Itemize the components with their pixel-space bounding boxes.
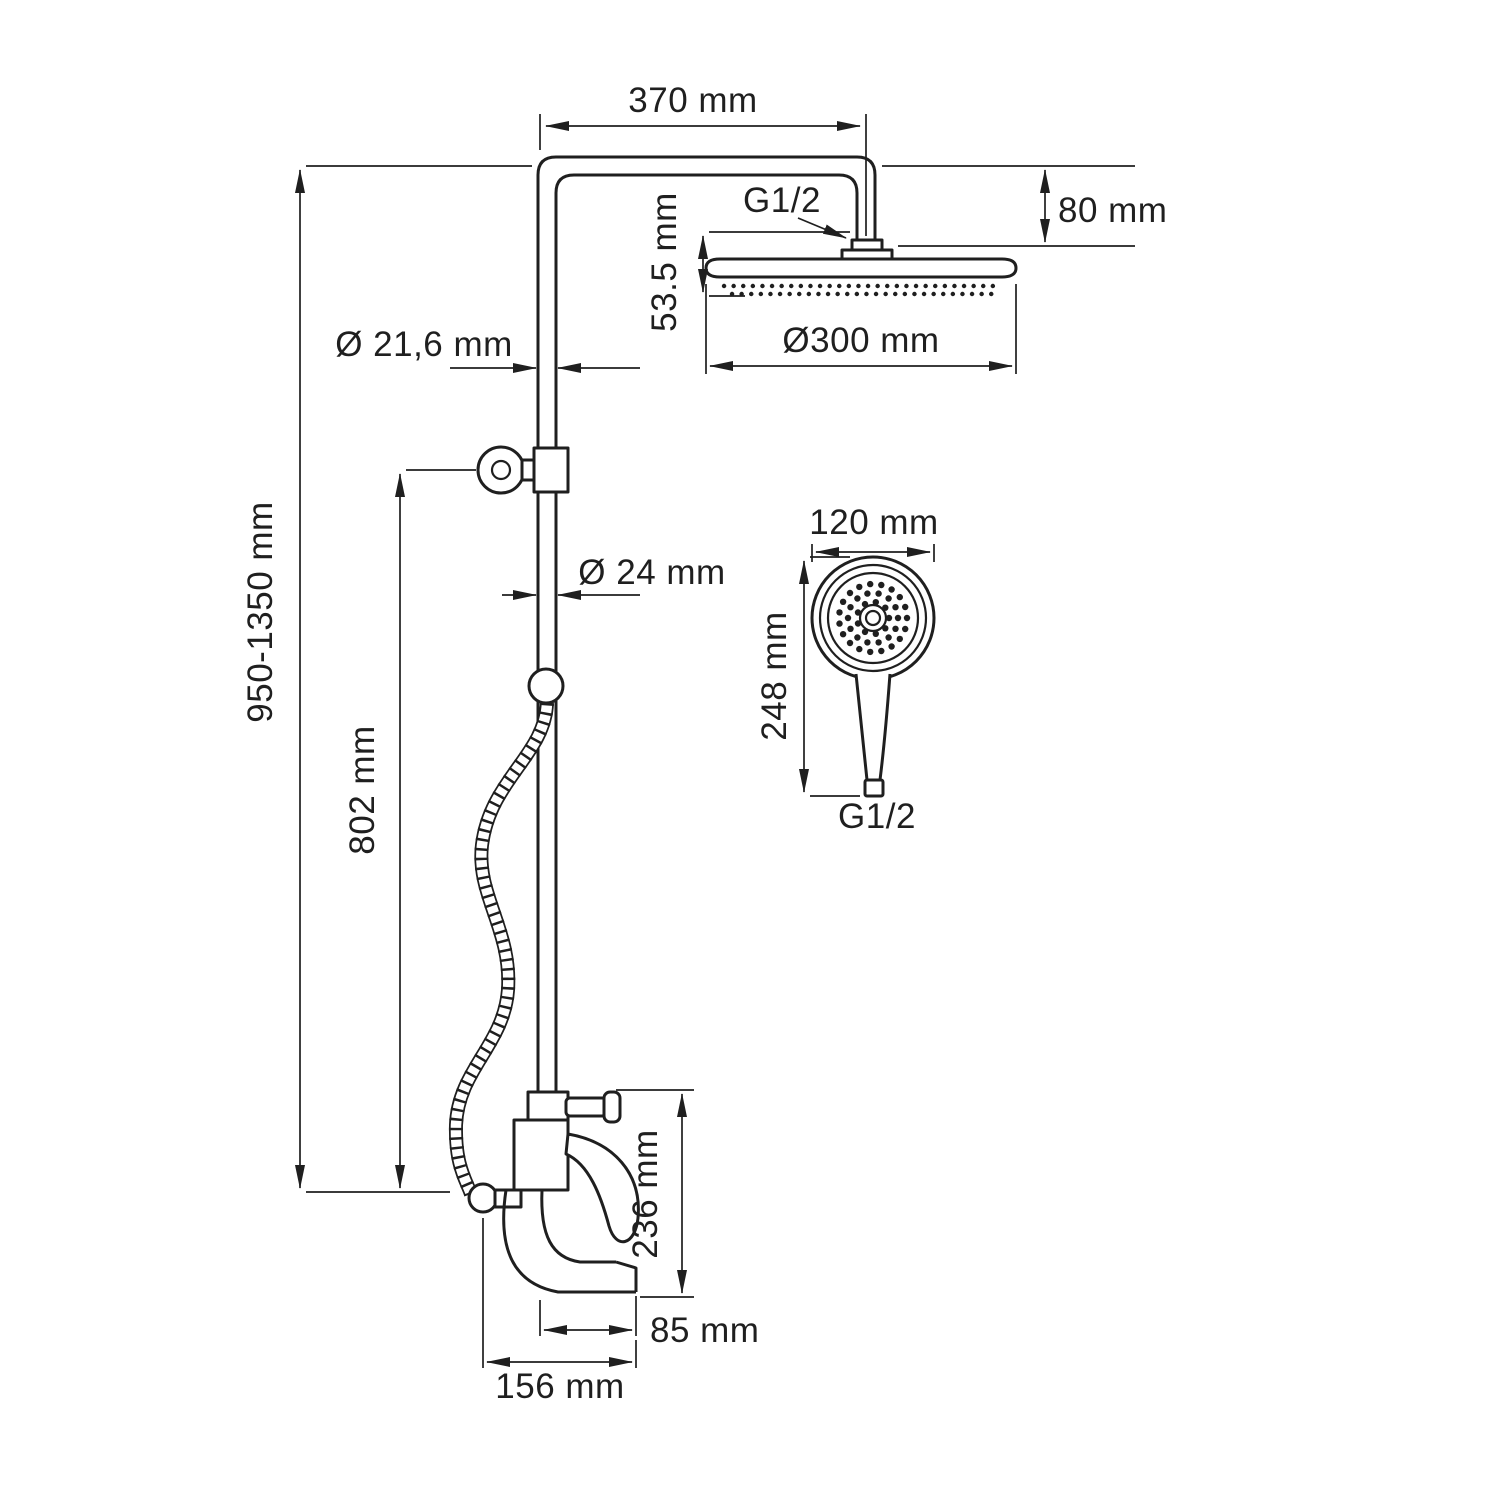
dim-handshower-connection: G1/2	[838, 797, 916, 836]
dim-lower-pipe-diameter-label: Ø 24 mm	[578, 553, 725, 592]
handshower-outer-ring	[810, 555, 936, 681]
mixer-lever-handle	[564, 1132, 640, 1244]
rain-shower-head	[704, 238, 1018, 297]
dim-bracket-height-label: 802 mm	[343, 725, 382, 854]
riser-and-arm	[536, 155, 877, 1092]
shower-hose	[448, 702, 554, 1197]
spout-tip	[615, 1260, 638, 1292]
handshower-handle	[854, 673, 892, 782]
dim-head-diameter-label: Ø300 mm	[782, 321, 939, 360]
handshower-mode-button	[864, 609, 882, 627]
dim-column-height-label: 950-1350 mm	[241, 501, 280, 722]
dim-bracket-height: 802 mm	[343, 469, 476, 1189]
dim-arm-length-label: 370 mm	[628, 81, 757, 120]
dim-head-profile-height: 53.5 mm	[645, 192, 850, 332]
slider-holder	[527, 667, 565, 705]
dim-spout-reach: 85 mm	[539, 1296, 759, 1350]
dim-head-connection: G1/2	[743, 181, 847, 239]
dim-mixer-height-label: 236 mm	[626, 1129, 665, 1258]
dim-mixer-depth: 156 mm	[482, 1218, 637, 1406]
dim-upper-pipe-diameter: Ø 21,6 mm	[335, 325, 640, 373]
dim-handshower-diameter-label: 120 mm	[809, 503, 938, 542]
dim-column-height: 950-1350 mm	[241, 165, 532, 1193]
riser-arm-outer-edge	[536, 155, 877, 1092]
bracket-knob-hub	[490, 459, 512, 481]
handshower-connection-thread-label: G1/2	[838, 797, 916, 836]
hose-nut	[467, 1182, 499, 1214]
dim-head-drop: 80 mm	[882, 165, 1167, 247]
handshower-connector	[863, 778, 885, 798]
dim-handshower-diameter: 120 mm	[809, 503, 938, 562]
hand-shower	[810, 555, 936, 798]
diverter-knob	[602, 1090, 622, 1124]
head-profile	[704, 257, 1018, 279]
bracket-knob	[476, 445, 526, 495]
dim-mixer-depth-label: 156 mm	[495, 1367, 624, 1406]
mixer-assembly	[467, 1090, 640, 1294]
dim-spout-reach-label: 85 mm	[650, 1311, 759, 1350]
head-connection-thread-label: G1/2	[743, 181, 821, 220]
dim-lower-pipe-diameter: Ø 24 mm	[502, 553, 725, 600]
dim-head-profile-height-label: 53.5 mm	[645, 192, 684, 332]
dim-mixer-height: 236 mm	[616, 1089, 694, 1298]
diverter-tee	[526, 1090, 570, 1122]
wall-bracket	[476, 445, 570, 495]
handshower-nozzles	[836, 580, 911, 656]
dim-handshower-length: 248 mm	[755, 556, 860, 797]
slider-knob	[527, 667, 565, 705]
riser-arm-inner-edge	[554, 173, 859, 1092]
spout-outer-curve	[502, 1189, 636, 1294]
bracket-clamp	[532, 446, 570, 494]
dim-head-diameter: Ø300 mm	[705, 284, 1017, 374]
hose-ribs	[448, 702, 554, 1197]
spout-inner-curve	[540, 1189, 616, 1264]
dim-arm-length: 370 mm	[539, 81, 867, 236]
mixer-body	[512, 1118, 570, 1192]
dim-upper-pipe-diameter-label: Ø 21,6 mm	[335, 325, 513, 364]
dim-handshower-length-label: 248 mm	[755, 611, 794, 740]
dim-head-drop-label: 80 mm	[1058, 191, 1167, 230]
handshower-faceplate	[826, 571, 920, 665]
hose-port	[493, 1188, 523, 1209]
diverter-stem	[564, 1096, 608, 1118]
dimensions: 370 mm 80 mm G1/2 53.5 mm Ø300 mm	[241, 81, 1167, 1406]
handshower-bezel	[818, 563, 928, 673]
